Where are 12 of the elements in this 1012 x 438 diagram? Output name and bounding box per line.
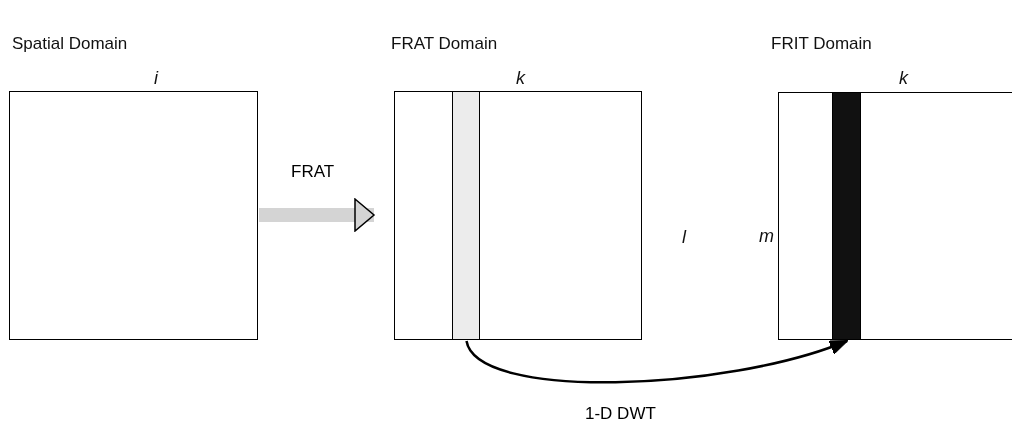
axis-label: k: [899, 68, 908, 89]
filled-column-bar: [832, 91, 861, 340]
axis-label: m: [759, 226, 774, 247]
domain-heading: FRAT Domain: [391, 34, 498, 54]
domain-heading: Spatial Domain: [12, 34, 128, 54]
axis-label: l: [682, 227, 686, 248]
axis-label: k: [516, 68, 525, 89]
shaded-column-bar: [452, 90, 480, 340]
domain-heading: FRIT Domain: [771, 34, 872, 54]
curved-arrow: [465, 339, 849, 384]
block-arrow: [259, 198, 375, 232]
axis-label: i: [154, 68, 158, 89]
